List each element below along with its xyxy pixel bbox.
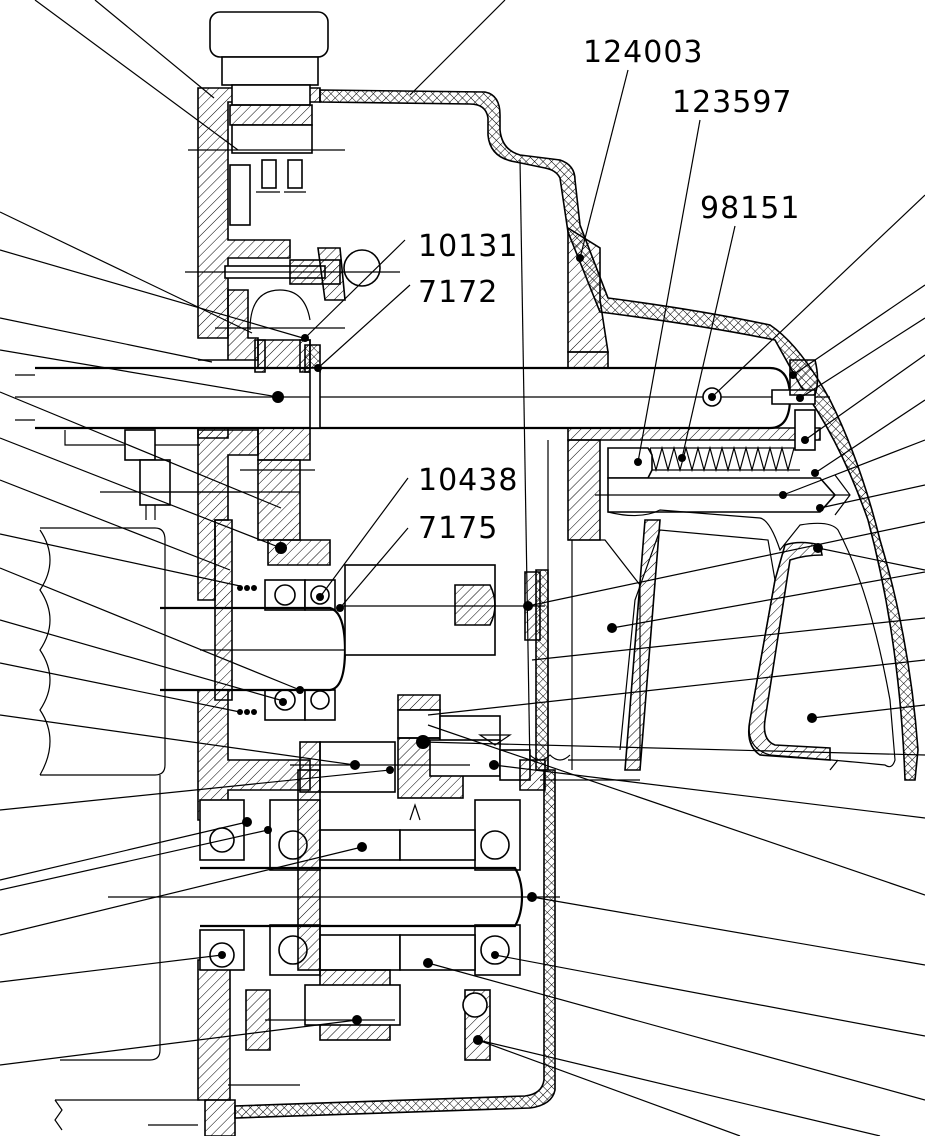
label-10438: 10438 bbox=[418, 463, 518, 498]
handle-pin bbox=[595, 447, 851, 516]
bearing-7175 bbox=[160, 519, 545, 721]
main-shaft bbox=[15, 366, 830, 430]
callout-10131: 10131 bbox=[301, 229, 518, 342]
label-7175: 7175 bbox=[418, 511, 498, 546]
bolt-10131 bbox=[185, 247, 400, 301]
lower-gear-assembly bbox=[290, 694, 571, 821]
label-10131: 10131 bbox=[418, 229, 518, 264]
label-7172: 7172 bbox=[418, 275, 498, 310]
callout-7172: 7172 bbox=[314, 275, 498, 372]
bottom-bearings bbox=[54, 769, 560, 1131]
left-bracket bbox=[39, 429, 240, 1061]
middle-gear bbox=[150, 459, 331, 566]
callout-10438: 10438 bbox=[319, 463, 518, 598]
leader-lines-right bbox=[422, 194, 925, 1136]
label-123597: 123597 bbox=[672, 85, 793, 120]
top-knob bbox=[188, 11, 345, 226]
leader-lines-left bbox=[0, 0, 506, 1066]
callout-123597: 123597 bbox=[637, 85, 793, 463]
label-124003: 124003 bbox=[583, 35, 704, 70]
callout-7175: 7175 bbox=[339, 511, 498, 609]
callout-124003: 124003 bbox=[576, 35, 704, 262]
callout-98151: 98151 bbox=[681, 191, 800, 459]
label-98151: 98151 bbox=[700, 191, 800, 226]
handle-grip bbox=[540, 509, 896, 781]
shaft-collars bbox=[197, 339, 311, 461]
